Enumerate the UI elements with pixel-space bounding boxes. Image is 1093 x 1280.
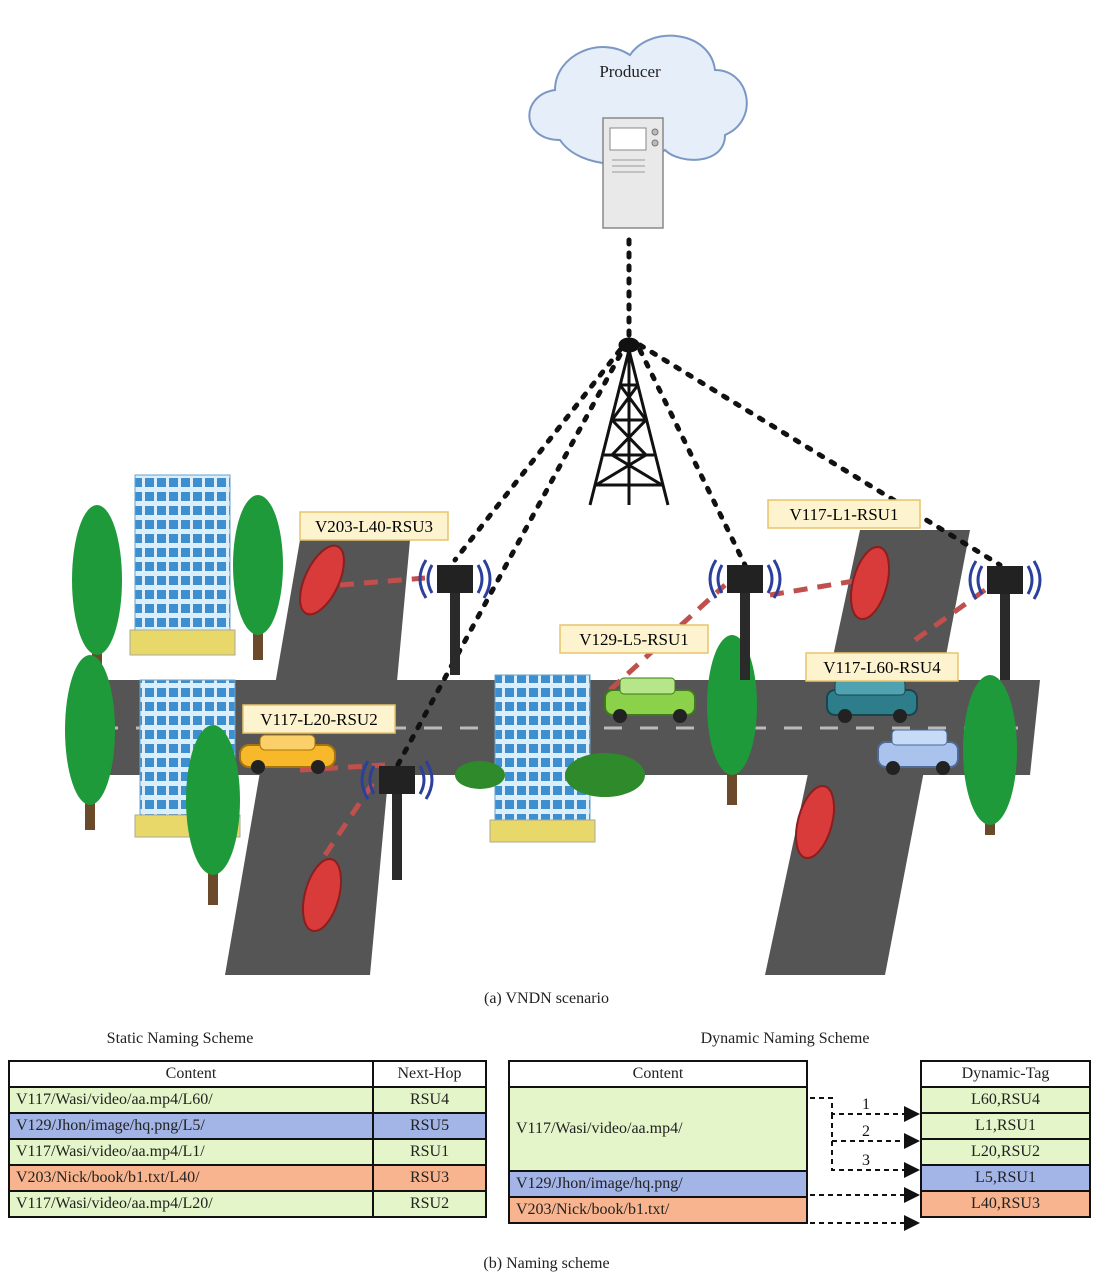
cell-tower-icon bbox=[588, 337, 670, 506]
rsu-icon bbox=[360, 760, 434, 880]
arrow-label-2: 2 bbox=[862, 1123, 870, 1140]
car-icon bbox=[239, 734, 336, 774]
car-icon bbox=[877, 729, 959, 775]
vehicle-tag: V117-L20-RSU2 bbox=[242, 704, 396, 734]
svg-text:V203-L40-RSU3: V203-L40-RSU3 bbox=[315, 517, 433, 536]
building bbox=[129, 474, 236, 656]
dynamic-scheme-title: Dynamic Naming Scheme bbox=[700, 1030, 870, 1047]
content-cell: V129/Jhon/image/hq.png/ bbox=[508, 1170, 808, 1198]
content-cell: V117/Wasi/video/aa.mp4/ bbox=[508, 1086, 808, 1172]
next-hop-cell: RSU5 bbox=[372, 1112, 487, 1140]
server-icon bbox=[602, 117, 664, 229]
content-cell: V117/Wasi/video/aa.mp4/L1/ bbox=[8, 1138, 374, 1166]
car-icon bbox=[301, 857, 343, 933]
table-row: V203/Nick/book/b1.txt/L40/ RSU3 bbox=[8, 1164, 487, 1192]
svg-text:V129-L5-RSU1: V129-L5-RSU1 bbox=[579, 630, 689, 649]
svg-text:V117-L1-RSU1: V117-L1-RSU1 bbox=[790, 505, 899, 524]
next-hop-cell: RSU1 bbox=[372, 1138, 487, 1166]
rsu-icon bbox=[968, 560, 1042, 680]
vehicle-tag: V117-L60-RSU4 bbox=[805, 652, 959, 682]
caption-a: (a) VNDN scenario bbox=[484, 990, 609, 1007]
table-row: V203/Nick/book/b1.txt/ bbox=[508, 1196, 808, 1224]
dynamic-content-table: Content V117/Wasi/video/aa.mp4/ V129/Jho… bbox=[508, 1060, 808, 1224]
dynamic-header-tag: Dynamic-Tag bbox=[920, 1060, 1091, 1088]
dynamic-tag-table: Dynamic-Tag L60,RSU4 L1,RSU1 L20,RSU2 L5… bbox=[920, 1060, 1091, 1218]
static-header-next-hop: Next-Hop bbox=[372, 1060, 487, 1088]
vehicle-tag: V129-L5-RSU1 bbox=[559, 624, 709, 654]
table-row: L5,RSU1 bbox=[920, 1164, 1091, 1192]
table-row: V117/Wasi/video/aa.mp4/ bbox=[508, 1086, 808, 1172]
table-row: V129/Jhon/image/hq.png/ bbox=[508, 1170, 808, 1198]
tag-cell: L20,RSU2 bbox=[920, 1138, 1091, 1166]
tag-cell: L1,RSU1 bbox=[920, 1112, 1091, 1140]
dynamic-header-content: Content bbox=[508, 1060, 808, 1088]
table-row: L60,RSU4 bbox=[920, 1086, 1091, 1114]
content-cell: V203/Nick/book/b1.txt/ bbox=[508, 1196, 808, 1224]
rsu-icon bbox=[708, 559, 782, 680]
static-naming-table: Content Next-Hop V117/Wasi/video/aa.mp4/… bbox=[8, 1060, 487, 1218]
next-hop-cell: RSU2 bbox=[372, 1190, 487, 1218]
tag-cell: L5,RSU1 bbox=[920, 1164, 1091, 1192]
svg-text:V117-L60-RSU4: V117-L60-RSU4 bbox=[823, 658, 941, 677]
static-header-content: Content bbox=[8, 1060, 374, 1088]
tag-cell: L40,RSU3 bbox=[920, 1190, 1091, 1218]
tag-cell: L60,RSU4 bbox=[920, 1086, 1091, 1114]
next-hop-cell: RSU4 bbox=[372, 1086, 487, 1114]
vndn-scenario-illustration: Producer bbox=[65, 34, 1042, 975]
static-scheme-title: Static Naming Scheme bbox=[106, 1030, 254, 1047]
table-row: L20,RSU2 bbox=[920, 1138, 1091, 1166]
table-row: L1,RSU1 bbox=[920, 1112, 1091, 1140]
arrow-label-1: 1 bbox=[862, 1096, 870, 1113]
table-row: V117/Wasi/video/aa.mp4/L20/ RSU2 bbox=[8, 1190, 487, 1218]
svg-text:V117-L20-RSU2: V117-L20-RSU2 bbox=[260, 710, 377, 729]
next-hop-cell: RSU3 bbox=[372, 1164, 487, 1192]
caption-b: (b) Naming scheme bbox=[483, 1255, 610, 1272]
table-row: V117/Wasi/video/aa.mp4/L60/ RSU4 bbox=[8, 1086, 487, 1114]
content-cell: V117/Wasi/video/aa.mp4/L60/ bbox=[8, 1086, 374, 1114]
car-icon bbox=[299, 544, 345, 616]
table-row: V117/Wasi/video/aa.mp4/L1/ RSU1 bbox=[8, 1138, 487, 1166]
rsu-icon bbox=[418, 559, 492, 675]
car-icon bbox=[794, 784, 836, 860]
content-cell: V117/Wasi/video/aa.mp4/L20/ bbox=[8, 1190, 374, 1218]
vehicle-tag: V203-L40-RSU3 bbox=[299, 511, 449, 541]
car-icon bbox=[604, 677, 696, 723]
building bbox=[489, 674, 596, 843]
vehicle-tag: V117-L1-RSU1 bbox=[767, 499, 921, 529]
producer-label: Producer bbox=[599, 62, 661, 81]
car-icon bbox=[826, 679, 918, 723]
content-cell: V203/Nick/book/b1.txt/L40/ bbox=[8, 1164, 374, 1192]
table-row: L40,RSU3 bbox=[920, 1190, 1091, 1218]
table-row: V129/Jhon/image/hq.png/L5/ RSU5 bbox=[8, 1112, 487, 1140]
content-cell: V129/Jhon/image/hq.png/L5/ bbox=[8, 1112, 374, 1140]
arrow-label-3: 3 bbox=[862, 1152, 870, 1169]
producer-cloud: Producer bbox=[528, 34, 748, 165]
car-icon bbox=[849, 545, 891, 621]
